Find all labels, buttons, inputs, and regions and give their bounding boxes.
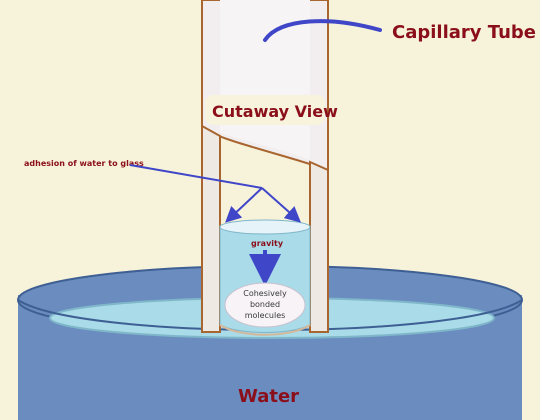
meniscus <box>219 219 311 235</box>
adhesion-arrow-right <box>261 187 301 223</box>
tube-right-wall <box>309 160 329 333</box>
capillary-tube-label: Capillary Tube <box>392 22 536 43</box>
cohesion-line3: molecules <box>245 311 286 320</box>
tube-left-wall <box>201 124 221 333</box>
adhesion-pointer <box>129 164 263 189</box>
cohesion-line1: Cohesively <box>243 289 287 298</box>
cohesion-line2: bonded <box>250 300 280 309</box>
adhesion-arrow-left <box>225 187 263 223</box>
adhesion-label: adhesion of water to glass <box>24 159 144 168</box>
title-pointer <box>263 19 382 42</box>
gravity-label: gravity <box>251 239 284 248</box>
water-label: Water <box>238 386 299 407</box>
cohesion-bubble <box>224 282 306 328</box>
cutaway-label: Cutaway View <box>212 102 338 121</box>
